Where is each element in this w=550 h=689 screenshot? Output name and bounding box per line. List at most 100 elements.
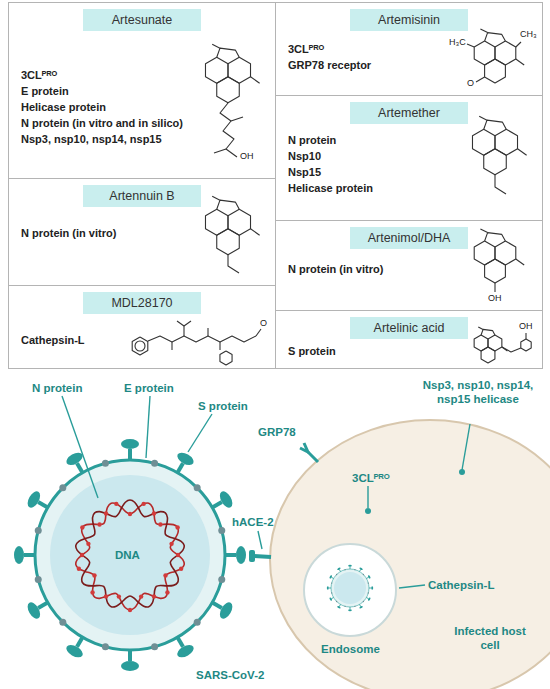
ring bbox=[228, 57, 251, 83]
part-label: hACE-2 bbox=[232, 515, 274, 529]
dna-bead bbox=[117, 594, 121, 598]
carbonyl bbox=[476, 77, 485, 82]
target-name: GRP78 receptor bbox=[288, 57, 438, 73]
ring bbox=[217, 77, 240, 103]
methyl bbox=[480, 229, 487, 233]
isopropyl bbox=[183, 326, 184, 336]
dna-bead bbox=[86, 542, 90, 546]
dna-bead bbox=[139, 594, 143, 598]
drug-panel: N proteinNsp10Nsp15Helicase proteinArtem… bbox=[275, 95, 543, 221]
drug-name: Artenimol/DHA bbox=[368, 231, 451, 245]
dna-bead bbox=[142, 502, 146, 506]
drug-header: Artemether bbox=[350, 102, 468, 124]
atom-label: OH bbox=[488, 293, 502, 303]
e-protein bbox=[35, 527, 42, 534]
ring bbox=[484, 149, 507, 175]
ring bbox=[485, 259, 506, 283]
methyl bbox=[478, 327, 483, 329]
drug-panel: Cathepsin-LMDL28170 bbox=[8, 285, 276, 369]
target-name: N protein (in vitro and in silico) bbox=[21, 115, 209, 131]
part-label: Endosome bbox=[321, 642, 380, 656]
drug-name: Artemisinin bbox=[378, 13, 440, 27]
drug-name: Artesunate bbox=[112, 13, 172, 27]
target-name: N protein (in vitro) bbox=[288, 261, 458, 277]
part-label: 3CLᴾᴿᴼ bbox=[352, 471, 390, 485]
illustration-stroke bbox=[121, 661, 139, 671]
ring bbox=[205, 209, 228, 235]
carboxyl bbox=[525, 333, 526, 339]
spike-protein bbox=[348, 607, 352, 611]
peroxide-bridge bbox=[485, 33, 506, 41]
illustration-stroke bbox=[337, 567, 341, 571]
part-label: N protein bbox=[32, 381, 82, 395]
methyl bbox=[516, 42, 521, 47]
target-name: N protein bbox=[288, 132, 438, 148]
e-protein bbox=[363, 601, 364, 602]
illustration-stroke bbox=[327, 586, 329, 590]
hace2-receptor bbox=[249, 550, 255, 562]
spike-protein bbox=[369, 586, 373, 590]
envelope bbox=[35, 460, 225, 650]
capsid bbox=[334, 572, 366, 604]
sars-cov-2-virion bbox=[14, 439, 246, 671]
peroxide-bridge bbox=[484, 120, 507, 129]
peroxide-bridge bbox=[217, 200, 240, 209]
illustration-stroke bbox=[329, 575, 333, 579]
illustration-stroke bbox=[367, 575, 371, 579]
methoxy bbox=[228, 255, 239, 273]
dna-bead bbox=[128, 512, 132, 516]
illustration-stroke bbox=[337, 605, 341, 609]
ring bbox=[472, 129, 495, 155]
methyl bbox=[212, 196, 220, 200]
target-name: 3CLᴾᴿᴼ bbox=[21, 67, 209, 83]
methyl bbox=[480, 29, 487, 33]
target-name: Helicase protein bbox=[288, 180, 438, 196]
target-name: 3CLᴾᴿᴼ bbox=[288, 41, 438, 57]
dna-bead bbox=[90, 590, 94, 594]
carbonyl bbox=[207, 328, 208, 336]
e-protein bbox=[336, 601, 337, 602]
target-name: S protein bbox=[288, 343, 438, 359]
carbonyl bbox=[171, 342, 172, 350]
e-protein bbox=[59, 484, 66, 491]
e-protein bbox=[194, 619, 201, 626]
peroxide-bridge bbox=[485, 233, 506, 241]
e-protein bbox=[363, 574, 364, 575]
drug-panel: N protein (in vitro)Artennuin B bbox=[8, 178, 276, 286]
atom-label: H₃C bbox=[449, 37, 466, 47]
illustration-stroke bbox=[236, 546, 246, 564]
e-protein bbox=[218, 527, 225, 534]
e-protein bbox=[194, 484, 201, 491]
dna-bead bbox=[104, 594, 108, 598]
e-protein bbox=[354, 569, 355, 570]
methyl bbox=[516, 59, 524, 65]
benzene-ring bbox=[132, 337, 148, 355]
dna-bead bbox=[176, 553, 180, 557]
peroxide-bridge bbox=[481, 329, 495, 335]
atom-label: CH₃ bbox=[520, 29, 537, 39]
drug-header: Artemisinin bbox=[350, 9, 468, 31]
dna-bead bbox=[165, 590, 169, 594]
ring bbox=[495, 129, 518, 155]
virus-illustration bbox=[14, 396, 550, 689]
target-name: E protein bbox=[21, 83, 209, 99]
target-list: N protein (in vitro) bbox=[21, 225, 201, 241]
part-label: GRP78 bbox=[258, 425, 296, 439]
illustration-stroke bbox=[348, 609, 352, 611]
hydroxyl bbox=[494, 283, 495, 292]
illustration-stroke bbox=[217, 489, 235, 510]
methyl bbox=[516, 259, 524, 265]
target-list: 3CLᴾᴿᴼGRP78 receptor bbox=[288, 41, 438, 73]
benzyl-ether bbox=[502, 347, 521, 352]
dna-strand bbox=[76, 500, 184, 607]
e-protein bbox=[331, 582, 332, 583]
part-label: DNA bbox=[115, 548, 140, 562]
atom-label: O bbox=[260, 318, 267, 328]
ring bbox=[228, 209, 251, 235]
dna-bead bbox=[97, 522, 101, 526]
e-protein bbox=[102, 460, 109, 467]
target-name: Nsp3, nsp10, nsp14, nsp15 bbox=[21, 131, 209, 147]
endosome bbox=[304, 544, 396, 636]
target-name: Cathepsin-L bbox=[21, 332, 131, 348]
